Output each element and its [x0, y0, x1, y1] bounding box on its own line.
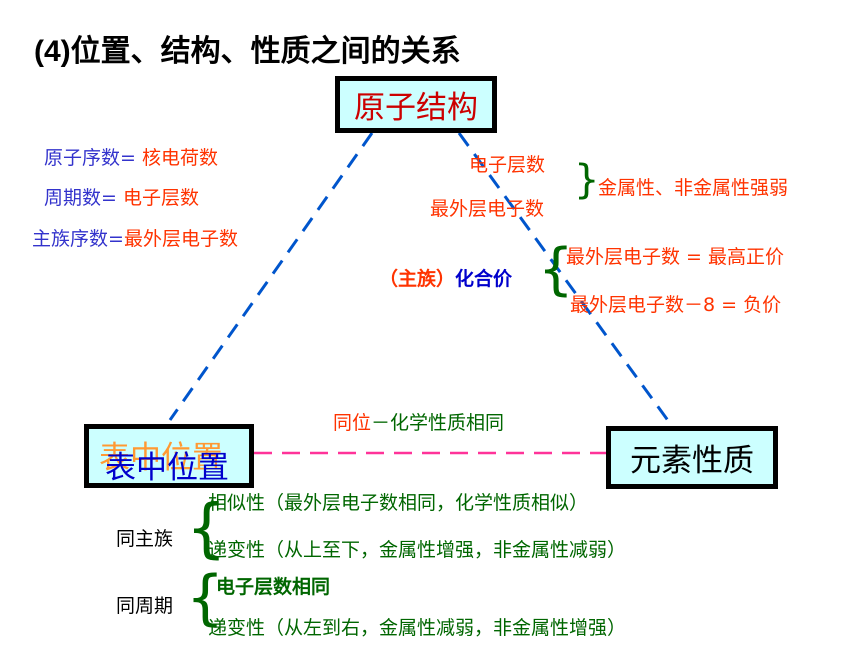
relation-equals: = — [108, 228, 124, 250]
line-structure-position — [168, 132, 374, 421]
relation-left-term: 主族序数 — [32, 228, 109, 250]
page-title: (4)位置、结构、性质之间的关系 — [34, 26, 461, 70]
same-period-label: 同周期 — [116, 595, 174, 617]
relation-atomic-number: 原子序数= 核电荷数 — [44, 143, 218, 170]
element-property-label: 元素性质 — [630, 443, 754, 479]
relation-left-term: 原子序数 — [44, 147, 121, 169]
relation-equals: = — [120, 147, 136, 169]
element-property-box: 元素性质 — [606, 426, 778, 489]
valence-prefix: （主族） — [379, 268, 456, 290]
outer-electrons-label: 最外层电子数 — [430, 198, 545, 220]
atomic-structure-box: 原子结构 — [335, 76, 497, 133]
highest-valence-label: 最外层电子数 = 最高正价 — [566, 246, 784, 268]
brace-icon: { — [186, 492, 227, 566]
negative-valence-label: 最外层电子数－8 = 负价 — [570, 294, 782, 316]
metallic-strength-label: 金属性、非金属性强弱 — [598, 177, 789, 199]
relation-period-number: 周期数= 电子层数 — [44, 183, 199, 210]
valence-label: （主族）化合价 — [379, 264, 512, 291]
table-position-box: 表中位置 表中位置 — [84, 424, 254, 488]
period-trend: 递变性（从左到右，金属性减弱，非金属性增强） — [208, 617, 627, 639]
relation-right-term: 最外层电子数 — [123, 228, 238, 250]
brace-icon: { — [186, 563, 225, 633]
title-number: (4) — [34, 35, 71, 68]
title-text: 位置、结构、性质之间的关系 — [70, 34, 461, 69]
brace-icon: } — [574, 157, 600, 203]
period-same-layers: 电子层数相同 — [216, 576, 331, 598]
valence-text: 化合价 — [455, 268, 513, 290]
brace-icon: { — [538, 237, 574, 302]
isotope-prefix: 同位 — [333, 412, 372, 434]
isotope-text: －化学性质相同 — [371, 412, 505, 434]
electron-layers-label: 电子层数 — [469, 154, 546, 176]
table-position-shadow-label: 表中位置 — [99, 440, 223, 476]
relation-equals: = — [101, 187, 117, 209]
table-position-label: 表中位置 — [105, 450, 229, 486]
relation-right-term: 核电荷数 — [135, 147, 218, 169]
line-structure-property — [457, 132, 674, 427]
relation-left-term: 周期数 — [44, 187, 102, 209]
same-group-label: 同主族 — [116, 528, 174, 550]
isotope-label: 同位－化学性质相同 — [333, 408, 504, 435]
relation-right-term: 电子层数 — [116, 187, 199, 209]
relation-group-number: 主族序数=最外层电子数 — [32, 224, 238, 251]
group-trend: 递变性（从上至下，金属性增强，非金属性减弱） — [208, 539, 627, 561]
atomic-structure-label: 原子结构 — [354, 90, 478, 126]
group-similarity: 相似性（最外层电子数相同，化学性质相似） — [208, 492, 589, 514]
